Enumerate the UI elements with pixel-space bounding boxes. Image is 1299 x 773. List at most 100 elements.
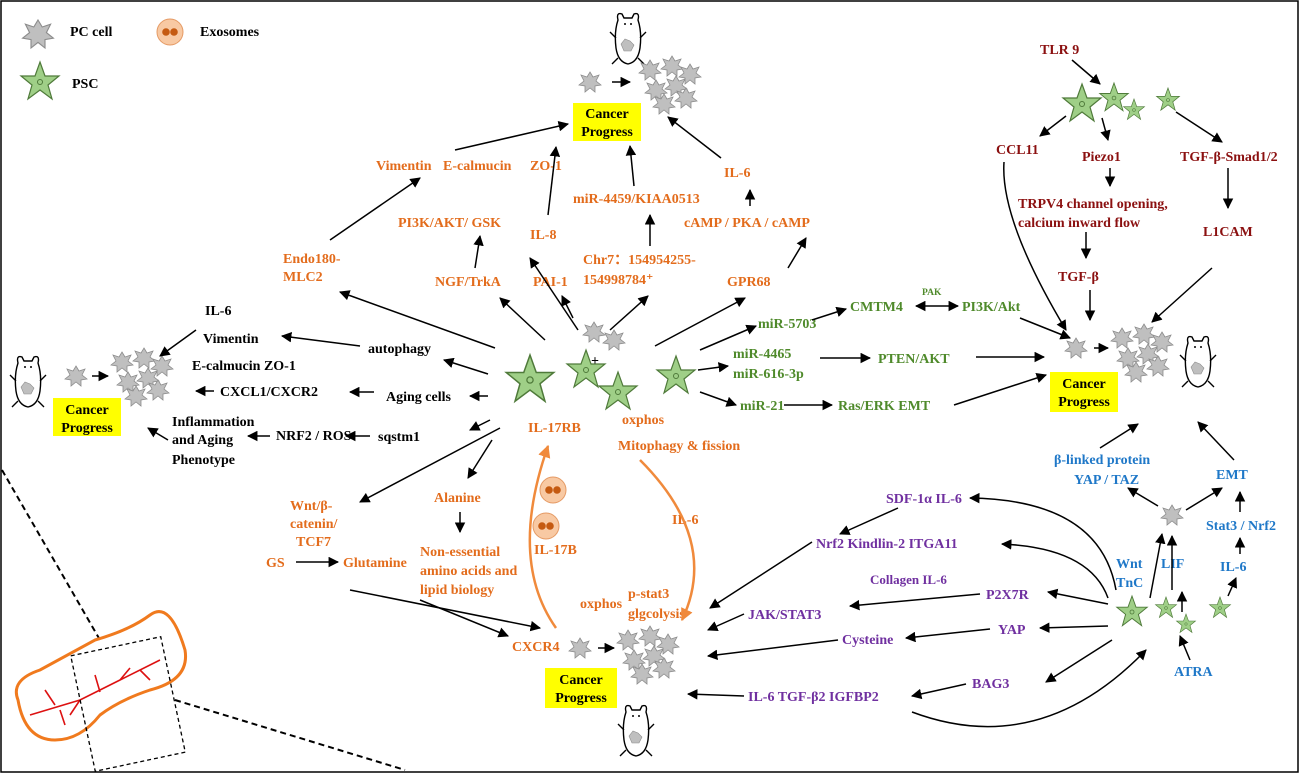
il6-tgf-igfbp2: IL-6 TGF-β2 IGFBP2 [748,690,879,705]
pc-cell-icon [22,19,54,49]
oxphos-center: oxphos [622,413,665,428]
mouse-icon-bottom [617,704,655,757]
lower-left-section: Wnt/β- catenin/ TCF7 GS Glutamine Alanin… [266,427,698,757]
ecalmucin-top: E-calmucin [443,159,512,174]
nonessential-3: lipid biology [420,583,494,598]
pai1: PAI-1 [533,275,568,290]
collagen-il6: Collagen IL-6 [870,572,947,587]
pc-cell-blue [1160,504,1184,526]
cmtm4: CMTM4 [850,300,903,315]
bag3: BAG3 [972,677,1009,692]
pc-cell-center [582,321,606,343]
cysteine: Cysteine [842,633,893,648]
pc-cell-bottom [568,637,592,659]
legend-exosomes: Exosomes [200,25,260,40]
cxcr4: CXCR4 [512,640,559,655]
tgfb: TGF-β [1058,270,1099,285]
mir4465-1: miR-4465 [733,347,791,362]
jak-stat3: JAK/STAT3 [748,608,821,623]
psc-center-1 [505,354,555,402]
wnt-3: TCF7 [296,535,331,550]
cancer-label-left-1: Cancer [65,403,109,418]
psc-red-1 [1062,83,1102,122]
purple-section: SDF-1α IL-6 Nrf2 Kindlin-2 ITGA11 Collag… [686,492,1147,728]
ccl11: CCL11 [996,143,1039,158]
gpr68: GPR68 [727,275,771,290]
beta-linked-1: β-linked protein [1054,453,1150,468]
ecal-zo1-left: E-calmucin ZO-1 [192,359,296,374]
pi3k-gsk: PI3K/AKT/ GSK [398,216,501,231]
right-section: Cancer Progress [1050,324,1217,412]
mir5703: miR-5703 [758,317,816,332]
endo180-2: MLC2 [283,270,323,285]
cancer-label-right-1: Cancer [1062,377,1106,392]
wnt-blue: Wnt [1116,557,1143,572]
mouse-icon-left [9,355,47,408]
gs: GS [266,556,285,571]
psc-blue-1 [1116,595,1148,627]
il6-blue: IL-6 [1220,560,1246,575]
glgcolysis: glgcolysis [628,607,685,622]
l1cam: L1CAM [1203,225,1253,240]
psc-center-2 [566,349,606,388]
plus-sign: + [591,354,599,369]
tgf-smad: TGF-β-Smad1/2 [1180,150,1278,165]
center-psc-group: + IL-17RB oxphos Mitophagy & fission [339,257,746,454]
exosome-icon-2 [532,512,560,540]
cancer-label-left-2: Progress [61,421,113,436]
green-section: miR-5703 CMTM4 PAK PI3K/Akt miR-4465 miR… [697,288,1071,414]
pc-cell-right [1064,337,1088,359]
tumor-cluster-left [111,348,173,406]
psc-center-4 [656,355,696,394]
pc-cell-top [578,71,602,93]
il6-lower: IL-6 [672,513,698,528]
pancreas-illustration [1,469,406,773]
chr7-1: Chr7：154954255- [583,253,696,268]
left-section: Cancer Progress IL-6 Vimentin E-calmucin… [9,304,491,468]
il17rb: IL-17RB [528,421,581,436]
atra: ATRA [1174,665,1214,680]
psc-blue-4 [1209,596,1231,618]
psc-blue-2 [1155,596,1177,618]
cancer-label-bottom-1: Cancer [559,673,603,688]
tumor-cluster-top [639,56,701,114]
psc-icon [20,61,60,100]
tumor-cluster-right [1111,324,1173,382]
psc-red-4 [1156,87,1180,111]
cancer-highlight-top [573,103,641,141]
autophagy: autophagy [368,342,431,357]
pi3k-akt-green: PI3K/Akt [962,300,1021,315]
mouse-icon-top [609,12,647,65]
pc-cell-left [64,365,88,387]
ngf-trka: NGF/TrkA [435,275,502,290]
sqstm1: sqstm1 [378,430,420,445]
cancer-label-top-2: Progress [581,125,633,140]
mitophagy-fission: Mitophagy & fission [618,439,740,454]
pc-cell-center-2 [602,329,626,351]
il6-left: IL-6 [205,304,231,319]
pak: PAK [922,288,942,298]
mouse-icon-right [1179,335,1217,388]
pten-akt: PTEN/AKT [878,352,950,367]
psc-center-3 [598,371,638,410]
top-section: Cancer Progress Vimentin E-calmucin ZO-1… [283,12,810,290]
mir4459: miR-4459/KIAA0513 [573,192,700,207]
tnc: TnC [1116,576,1143,591]
chr7-2: 154998784⁺ [583,273,653,288]
piezo1: Piezo1 [1082,150,1121,165]
legend-pc-cell: PC cell [70,25,112,40]
trpv4-2: calcium inward flow [1018,216,1141,231]
stat3-nrf2: Stat3 / Nrf2 [1206,519,1276,534]
nrf2-ros: NRF2 / ROS [276,429,352,444]
wnt-2: catenin/ [290,517,339,532]
psc-red-3 [1123,98,1145,120]
psc-blue-3 [1176,613,1196,633]
yap: YAP [998,623,1026,638]
vimentin-left: Vimentin [203,332,259,347]
cancer-highlight-left [53,398,121,436]
alanine: Alanine [434,491,481,506]
inflammation-1: Inflammation [172,415,255,430]
cancer-label-bottom-2: Progress [555,691,607,706]
